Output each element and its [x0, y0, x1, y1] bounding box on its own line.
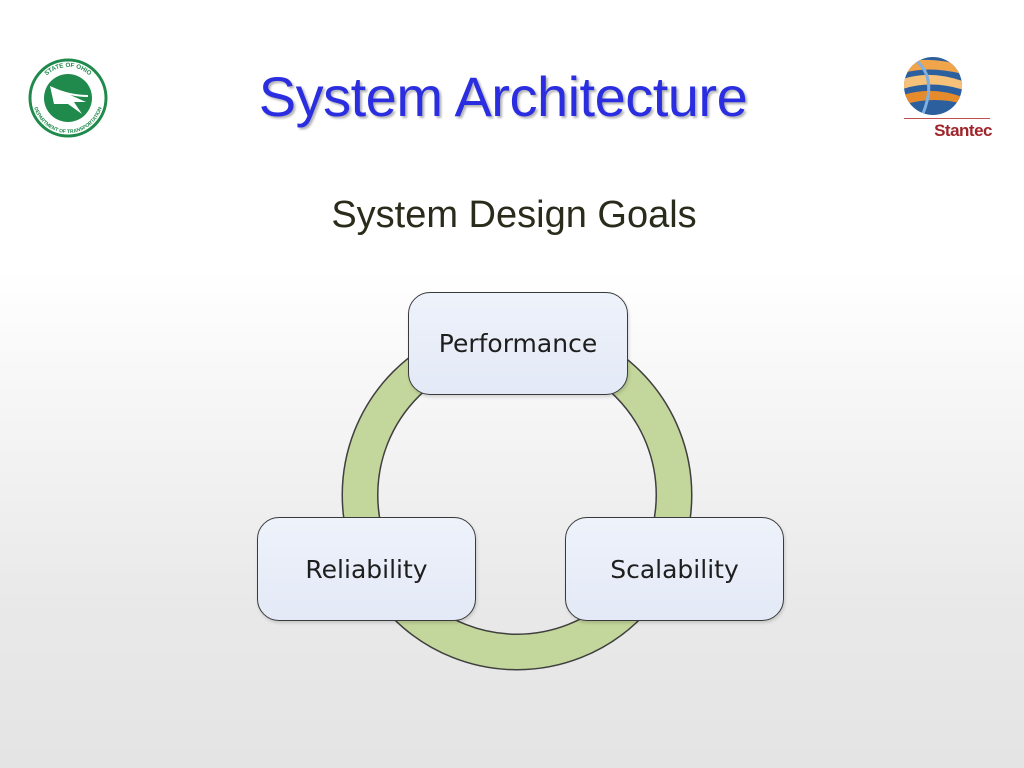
stantec-logo: Stantec	[900, 54, 993, 150]
stantec-rule	[904, 118, 990, 119]
goal-reliability: Reliability	[257, 517, 476, 621]
slide-subtitle: System Design Goals	[331, 194, 697, 236]
goal-performance: Performance	[408, 292, 628, 395]
stantec-globe-icon	[904, 57, 962, 115]
odot-logo: STATE OF OHIO DEPARTMENT OF TRANSPORTATI…	[28, 58, 108, 138]
slide-title: System Architecture	[258, 65, 748, 128]
goal-scalability: Scalability	[565, 517, 784, 621]
stantec-wordmark: Stantec	[934, 121, 992, 140]
